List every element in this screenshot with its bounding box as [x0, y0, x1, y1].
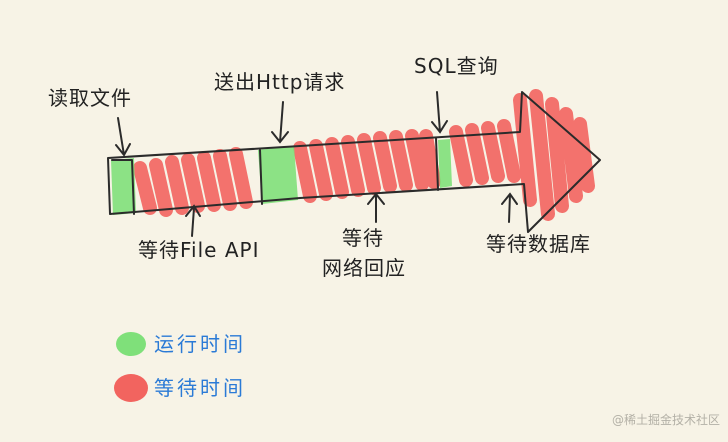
- arrow-wait-database: [501, 192, 518, 223]
- waiting-segments: [133, 89, 595, 221]
- watermark: @稀土掘金技术社区: [611, 413, 720, 427]
- label-wait-database: 等待数据库: [486, 232, 591, 256]
- running-segment-send-http: [258, 146, 298, 204]
- label-sql-query: SQL查询: [414, 54, 499, 78]
- arrow-read-file: [115, 117, 131, 157]
- timeline-arrow: [107, 91, 601, 233]
- label-wait-file-api: 等待File API: [138, 238, 260, 262]
- legend-running-label: 运行时间: [154, 332, 246, 356]
- running-segment-read-file: [111, 158, 136, 215]
- label-send-http: 送出Http请求: [214, 70, 346, 94]
- running-segments: [111, 139, 452, 215]
- arrow-send-http: [271, 101, 289, 144]
- pointer-arrows: [115, 91, 518, 237]
- arrow-wait-network: [367, 192, 385, 223]
- arrow-wait-file-api: [185, 204, 201, 237]
- label-wait-network-line1: 等待: [342, 226, 384, 250]
- label-read-file: 读取文件: [48, 86, 132, 110]
- legend-running-swatch: [116, 332, 146, 356]
- legend-waiting-label: 等待时间: [154, 376, 246, 400]
- running-segment-sql: [438, 139, 452, 188]
- label-wait-network-line2: 网络回应: [322, 256, 406, 280]
- arrow-sql: [431, 91, 448, 134]
- legend-waiting-swatch: [114, 374, 148, 402]
